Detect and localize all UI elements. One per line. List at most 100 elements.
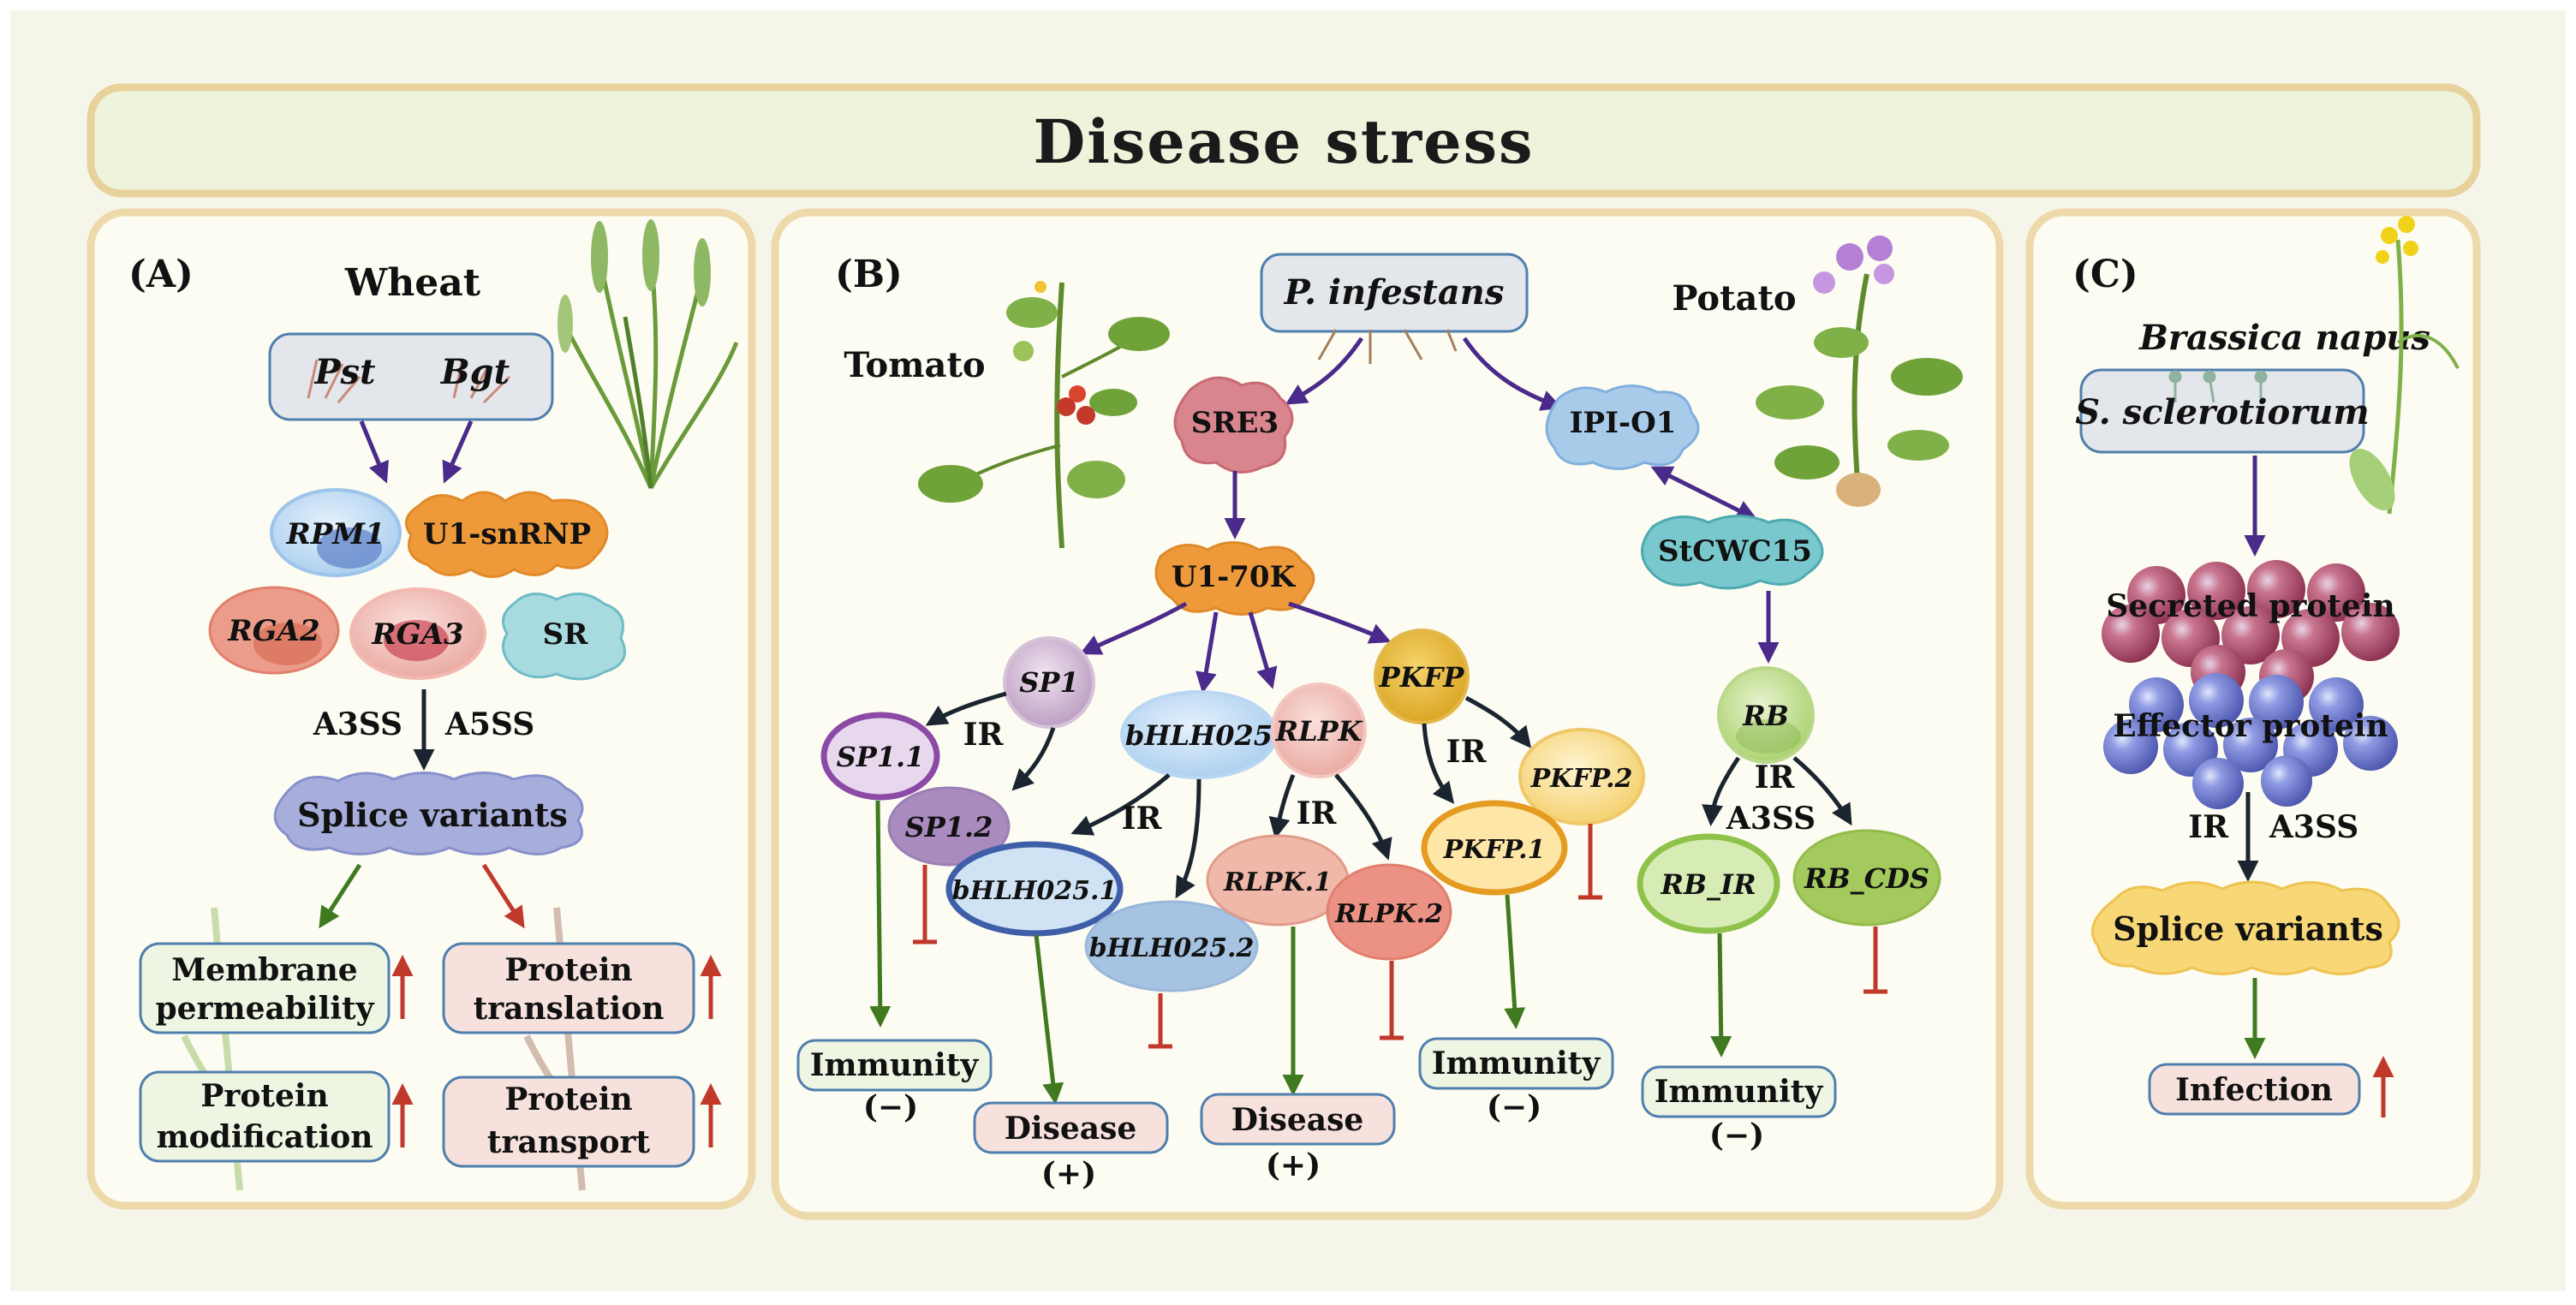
node-rga3-core [384, 620, 449, 661]
arrow-bhlh-2 [1175, 778, 1202, 899]
node-rpm1-label: RPM1 [285, 517, 385, 551]
node-rb-ir [1637, 833, 1780, 934]
pathogen-pst: Pst [313, 352, 376, 392]
panel-c-organism: Brassica napus [2138, 318, 2430, 358]
pathogen-box-c [2079, 368, 2365, 454]
node-stcwc [1641, 515, 1824, 590]
immunity-box-3-label: Immunity [1655, 1074, 1824, 1110]
node-rlpk-label: RLPK [1275, 715, 1363, 748]
inhibit-rlpk2 [1380, 961, 1404, 1040]
infection-box [2148, 1063, 2361, 1116]
title-text: Disease stress [1034, 106, 1535, 177]
node-pkfp [1374, 629, 1470, 724]
panel-c-ir: IR [2188, 809, 2229, 845]
secreted-protein-label: Secreted protein [2106, 588, 2394, 624]
node-u1snrnp [404, 491, 609, 578]
immunity-box-3 [1641, 1065, 1837, 1118]
node-rga3-label: RGA3 [371, 617, 463, 652]
inhibit-bhlh2 [1148, 993, 1172, 1049]
infection-label: Infection [2175, 1072, 2333, 1108]
immunity-box-2-sign: (−) [1487, 1089, 1541, 1125]
node-u170k [1154, 541, 1315, 616]
node-splice-variants-a [273, 772, 584, 855]
bhlh-ir: IR [1122, 801, 1163, 837]
arrow-pst-down [359, 420, 389, 484]
panel-a-label: (A) [128, 253, 194, 296]
node-bhlh2 [1084, 900, 1259, 992]
sp1-ir: IR [963, 717, 1005, 753]
title-banner [86, 83, 2481, 198]
panel-a-a3ss: A3SS [313, 706, 402, 742]
arrow-bhlh1-disease [1034, 934, 1064, 1105]
pathogen-p-infestans: P. infestans [1284, 272, 1505, 313]
node-sp11 [820, 712, 940, 801]
fungus-icon [307, 359, 511, 404]
node-rlpk2 [1326, 863, 1452, 961]
outcome-membrane-box [139, 942, 391, 1034]
tomato-plant-icon [918, 281, 1170, 549]
node-pkfp-label: PKFP [1379, 661, 1465, 694]
disease-box-1 [973, 1101, 1169, 1154]
node-pkfp2 [1518, 728, 1645, 825]
node-ipi-label: IPI-O1 [1570, 406, 1677, 440]
pathogen-s-sclerotiorum: S. sclerotiorum [2075, 392, 2369, 432]
immunity-box-3-sign: (−) [1709, 1117, 1764, 1153]
panel-b-potato: Potato [1672, 278, 1796, 319]
node-rlpk2-label: RLPK.2 [1334, 899, 1443, 929]
node-sp1 [1003, 636, 1095, 729]
panel-c-a3ss: A3SS [2269, 809, 2358, 845]
rb-ir: IR [1755, 760, 1796, 796]
sclerotinia-icon [2168, 370, 2268, 403]
node-u1snrnp-label: U1-snRNP [423, 517, 591, 551]
node-bhlh2-label: bHLH025.2 [1089, 933, 1255, 963]
arrow-a-green [319, 863, 362, 929]
rb-a3ss: A3SS [1726, 801, 1816, 837]
node-sp12-label: SP1.2 [905, 811, 993, 843]
node-rlpk [1271, 682, 1367, 778]
outcome-translation-line1: Protein [504, 952, 632, 988]
outcome-translation-line2: translation [474, 991, 665, 1027]
node-rb [1717, 666, 1815, 764]
arrow-bgt-down [442, 420, 474, 484]
outcome-transport-line1: Protein [504, 1082, 632, 1117]
arrow-u170k-rlpk [1248, 611, 1278, 689]
panel-a-organism: Wheat [344, 261, 481, 305]
node-splice-variants-a-label: Splice variants [297, 796, 568, 834]
node-rb-ir-label: RB_IR [1660, 868, 1756, 901]
node-splice-variants-c [2090, 880, 2400, 975]
node-pkfp2-label: PKFP.2 [1530, 764, 1633, 794]
node-sp11-label: SP1.1 [837, 741, 925, 773]
outcome-translation-box [442, 942, 695, 1034]
potato-plant-icon [1756, 235, 1963, 507]
panel-b-label: (B) [835, 253, 903, 296]
node-bhlh1 [945, 841, 1124, 937]
outcome-membrane-line2: permeability [155, 991, 374, 1027]
node-splice-variants-c-label: Splice variants [2113, 909, 2383, 948]
node-sr-label: SR [543, 617, 589, 652]
node-pkfp1-label: PKFP.1 [1443, 835, 1546, 865]
arrow-a-red [481, 863, 525, 929]
disease-box-2-label: Disease [1231, 1102, 1364, 1138]
panel-b [771, 208, 2004, 1220]
pkfp-ir: IR [1446, 734, 1488, 770]
effector-protein-label: Effector protein [2113, 708, 2388, 744]
pathogen-box-b [1260, 253, 1529, 333]
disease-box-1-label: Disease [1005, 1111, 1137, 1147]
outcome-modification-line1: Protein [200, 1078, 328, 1114]
arrow-rb-ir-immunity [1710, 933, 1732, 1058]
immunity-box-1-sign: (−) [863, 1089, 918, 1125]
node-rlpk1-label: RLPK.1 [1223, 867, 1332, 897]
outcome-membrane-line1: Membrane [171, 952, 357, 988]
panel-b-tomato: Tomato [844, 345, 985, 385]
oomycete-icon [1317, 329, 1458, 364]
outcome-transport-box [442, 1076, 695, 1168]
arrow-ipi-stcwc [1650, 466, 1758, 521]
inhibit-sp12 [913, 865, 937, 944]
arrow-pinf-ipi [1462, 337, 1563, 411]
pathogen-bgt: Bgt [440, 352, 510, 392]
node-sp1-label: SP1 [1019, 666, 1078, 699]
disease-box-1-sign: (+) [1041, 1156, 1096, 1192]
disease-box-2-sign: (+) [1266, 1147, 1321, 1183]
